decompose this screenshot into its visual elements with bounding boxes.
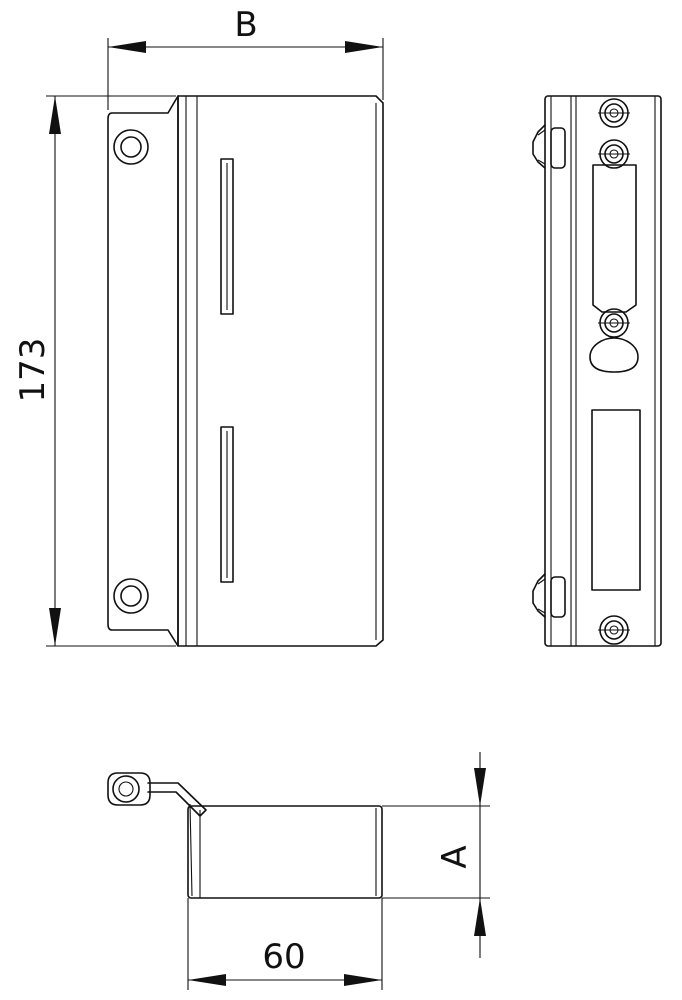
side-screw-4 [598, 615, 630, 645]
top-view [107, 772, 383, 899]
front-hole-top [113, 129, 149, 165]
side-latch-bottom [532, 573, 566, 618]
front-view [107, 95, 384, 647]
side-screw-2 [598, 139, 630, 169]
dimension-173: 173 [13, 95, 176, 647]
front-plate [177, 95, 384, 647]
side-screw-3 [598, 308, 630, 338]
top-flange-arm [147, 782, 207, 817]
dimension-b: B [107, 5, 384, 110]
front-slot-bottom [220, 426, 234, 583]
dimension-173-label: 173 [13, 338, 53, 403]
side-cylinder-hole [589, 337, 639, 373]
side-latch-top [532, 124, 566, 169]
side-body [544, 95, 662, 647]
top-body [187, 805, 383, 899]
dimension-60-label: 60 [262, 937, 305, 977]
dimension-a: A [382, 752, 490, 958]
dimension-a-label: A [435, 845, 475, 868]
top-knob [107, 772, 151, 806]
front-slot-top [220, 158, 234, 315]
side-view [532, 95, 662, 647]
side-screw-1 [598, 98, 630, 128]
side-window-lower [591, 409, 641, 591]
front-flange [107, 95, 179, 647]
front-hole-bottom [113, 578, 149, 614]
side-window-upper [592, 164, 637, 313]
dimension-60: 60 [187, 898, 383, 990]
dimension-b-label: B [234, 5, 257, 45]
